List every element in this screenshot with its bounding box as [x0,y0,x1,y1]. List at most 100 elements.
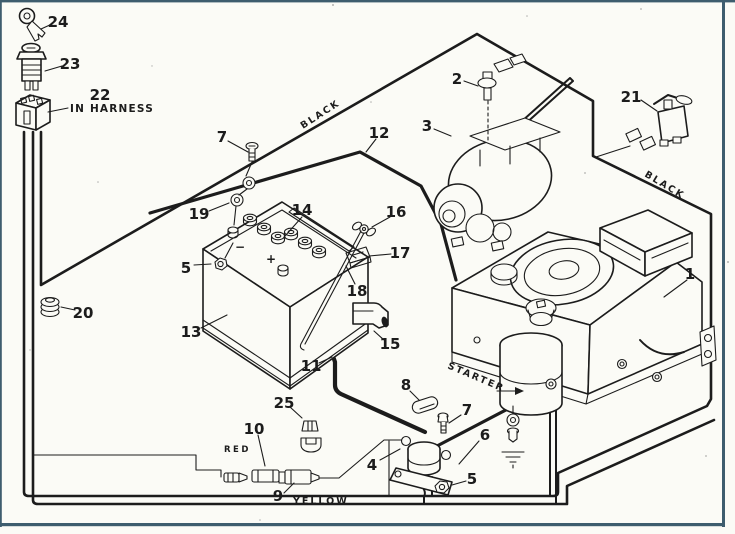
callout-1: 1 [663,265,695,298]
yellow-label: YELLOW [292,496,349,507]
red-wire [32,454,222,478]
callouts: 24 23 22 7 19 5 13 14 20 12 16 17 18 11 … [40,13,695,505]
callout-5-solenoid: 5 [451,470,477,488]
scan-specks [29,4,729,521]
svg-text:16: 16 [386,203,407,221]
svg-text:4: 4 [367,456,377,474]
battery-minus-sign: − [235,240,245,254]
svg-text:5: 5 [181,259,191,277]
svg-text:10: 10 [244,420,265,438]
svg-text:7: 7 [462,401,472,419]
callout-14: 14 [284,201,313,237]
solenoid-bolt [437,412,449,434]
battery-nut [214,242,234,271]
svg-text:13: 13 [181,323,202,341]
yellow-wire [313,439,404,479]
plug-connector [493,53,527,73]
svg-text:24: 24 [48,13,69,31]
callout-20: 20 [60,304,94,322]
svg-text:23: 23 [60,55,81,73]
callout-16: 16 [371,203,407,228]
svg-text:21: 21 [621,88,642,106]
callout-21: 21 [621,88,658,112]
battery-filler-caps [242,213,327,259]
fuse-cap [300,420,322,453]
svg-text:2: 2 [452,70,462,88]
yellow-wire-connector [278,469,320,485]
ground-assembly [501,405,525,469]
solenoid-nut [434,480,450,494]
oil-sentry-plug [477,71,497,143]
fill-cap [525,298,557,327]
battery-plus-sign: + [266,252,276,266]
callout-11: 11 [301,356,333,375]
terminal-boot [352,302,389,329]
svg-text:IN HARNESS: IN HARNESS [70,103,154,115]
svg-text:6: 6 [480,426,490,444]
muffler [599,209,693,277]
svg-text:7: 7 [217,128,227,146]
connector-8 [411,396,439,414]
callout-2: 2 [452,70,479,88]
callout-23: 23 [44,55,81,73]
svg-text:15: 15 [380,335,401,353]
interlock-wire [595,145,631,158]
inline-fuse-assembly [223,469,320,485]
svg-text:18: 18 [347,282,368,300]
harness-connector [15,94,51,131]
svg-text:3: 3 [422,117,432,135]
callout-12: 12 [365,124,390,153]
harness-wire-2 [31,130,716,506]
callout-7-top: 7 [217,128,249,153]
starter-solenoid [389,412,453,496]
svg-text:20: 20 [73,304,94,322]
in-harness-label: IN HARNESS [47,103,154,115]
callout-10: 10 [244,420,266,467]
callout-18: 18 [345,265,368,300]
oil-cap [490,263,518,286]
battery [202,201,369,390]
callout-13: 13 [181,314,228,341]
callout-25: 25 [274,394,303,419]
battery-hold-down [299,221,377,351]
svg-text:25: 25 [274,394,295,412]
ignition-key [18,7,46,42]
callout-8: 8 [401,376,421,402]
interlock-switch [625,94,693,151]
callout-6: 6 [458,426,490,465]
callout-22: 22 [90,86,111,104]
callout-15: 15 [373,330,401,353]
callout-7-solenoid: 7 [448,401,472,424]
terminal-bolt [245,141,259,177]
callout-5-battery: 5 [181,259,212,277]
callout-9: 9 [273,482,295,505]
svg-text:14: 14 [292,201,313,219]
callout-17: 17 [368,244,411,262]
black-label-right: BLACK [642,169,686,202]
callout-24: 24 [40,13,69,31]
red-label: RED [224,445,251,455]
inline-fuse [251,469,280,483]
grommet [40,296,60,318]
bullet-connector [223,472,248,483]
wire-12 [148,150,458,282]
ignition-switch [16,42,47,91]
svg-text:8: 8 [401,376,411,394]
engine-upper-assembly [433,53,574,252]
callout-3: 3 [422,117,452,137]
svg-text:11: 11 [301,357,322,375]
callout-19: 19 [189,202,230,223]
engine [451,209,717,405]
svg-text:5: 5 [467,470,477,488]
callout-4: 4 [367,448,401,474]
ground-symbol [501,451,525,469]
svg-text:12: 12 [369,124,390,142]
svg-text:9: 9 [273,487,283,505]
svg-text:1: 1 [685,265,695,283]
svg-text:22: 22 [90,86,111,104]
svg-text:17: 17 [390,244,411,262]
battery-terminals [214,141,289,277]
